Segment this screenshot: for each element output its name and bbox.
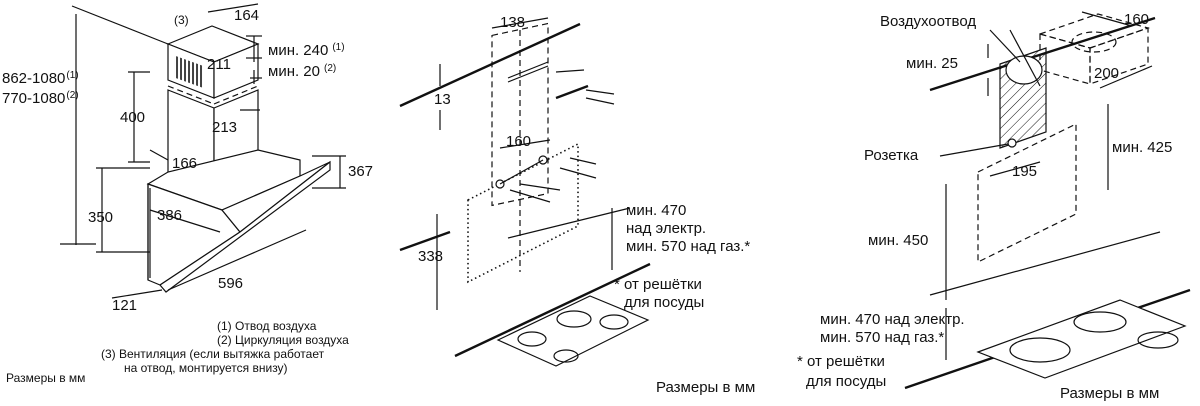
dim-160: 160 (506, 133, 531, 150)
footnote3-line-2: для посуды (806, 373, 886, 390)
wall-layout-panel: Воздухоотвод Розетка 160 мин. 25 200 мин… (797, 11, 1191, 402)
hood-dimensions-panel: (3) 164 211 мин. 240(1) мин. 20(2) 400 2… (2, 3, 373, 385)
dim-367: 367 (348, 163, 373, 180)
legend-line-1: (1) Отвод воздуха (217, 319, 317, 333)
dim-min20: мин. 20(2) (268, 63, 336, 80)
dim-338: 338 (418, 248, 443, 265)
dim-min25: мин. 25 (906, 55, 958, 72)
note-line-1: мин. 470 (626, 202, 686, 219)
units-label-2: Размеры в мм (656, 379, 755, 396)
note-line-2: над электр. (626, 220, 706, 237)
dim-138: 138 (500, 14, 525, 31)
dim-400: 400 (120, 109, 145, 126)
hood-body (146, 149, 331, 293)
mounting-bracket-top (507, 61, 615, 105)
socket-label: Розетка (864, 147, 919, 164)
socket-icon (1007, 138, 1017, 148)
dim-chimney-211: 211 (207, 56, 231, 73)
dim-213: 213 (212, 119, 237, 136)
note3-marker: (3) (174, 13, 189, 27)
dim-386: 386 (157, 207, 182, 224)
footnote3-line-1: * от решётки (797, 353, 885, 370)
dim-w195: 195 (1012, 163, 1037, 180)
mounting-bracket-bottom (495, 155, 597, 203)
note3-line-2: мин. 570 над газ.* (820, 329, 944, 346)
cooktop-1 (496, 295, 650, 367)
dim-w200: 200 (1094, 65, 1119, 82)
dim-total-1: 862-1080(1) (2, 70, 79, 87)
note-line-3: мин. 570 над газ.* (626, 238, 750, 255)
units-label-3: Размеры в мм (1060, 385, 1159, 402)
dim-350: 350 (88, 209, 113, 226)
footnote-line-1: * от решётки (614, 276, 702, 293)
note3-line-1: мин. 470 над электр. (820, 311, 965, 328)
dim-min450: мин. 450 (868, 232, 928, 249)
dim-13: 13 (434, 91, 451, 108)
dim-121: 121 (112, 297, 137, 314)
duct-label: Воздухоотвод (880, 13, 976, 30)
dim-total-2: 770-1080(2) (2, 90, 79, 107)
legend-line-2: (2) Циркуляция воздуха (217, 333, 349, 347)
dim-w160: 160 (1124, 11, 1149, 28)
dim-166: 166 (172, 155, 197, 172)
dim-min240: мин. 240(1) (268, 42, 345, 59)
cooktop-2 (976, 299, 1187, 379)
footnote-line-2: для посуды (624, 294, 704, 311)
units-label-1: Размеры в мм (6, 371, 85, 385)
legend-line-3: (3) Вентиляция (если вытяжка работает (101, 347, 325, 361)
dim-min425: мин. 425 (1112, 139, 1172, 156)
legend-line-4: на отвод, монтируется внизу) (124, 361, 288, 375)
dim-width-top: 164 (234, 7, 259, 24)
mounting-panel: 138 13 160 338 мин. 470 над электр. мин.… (399, 14, 755, 396)
dim-596: 596 (218, 275, 243, 292)
